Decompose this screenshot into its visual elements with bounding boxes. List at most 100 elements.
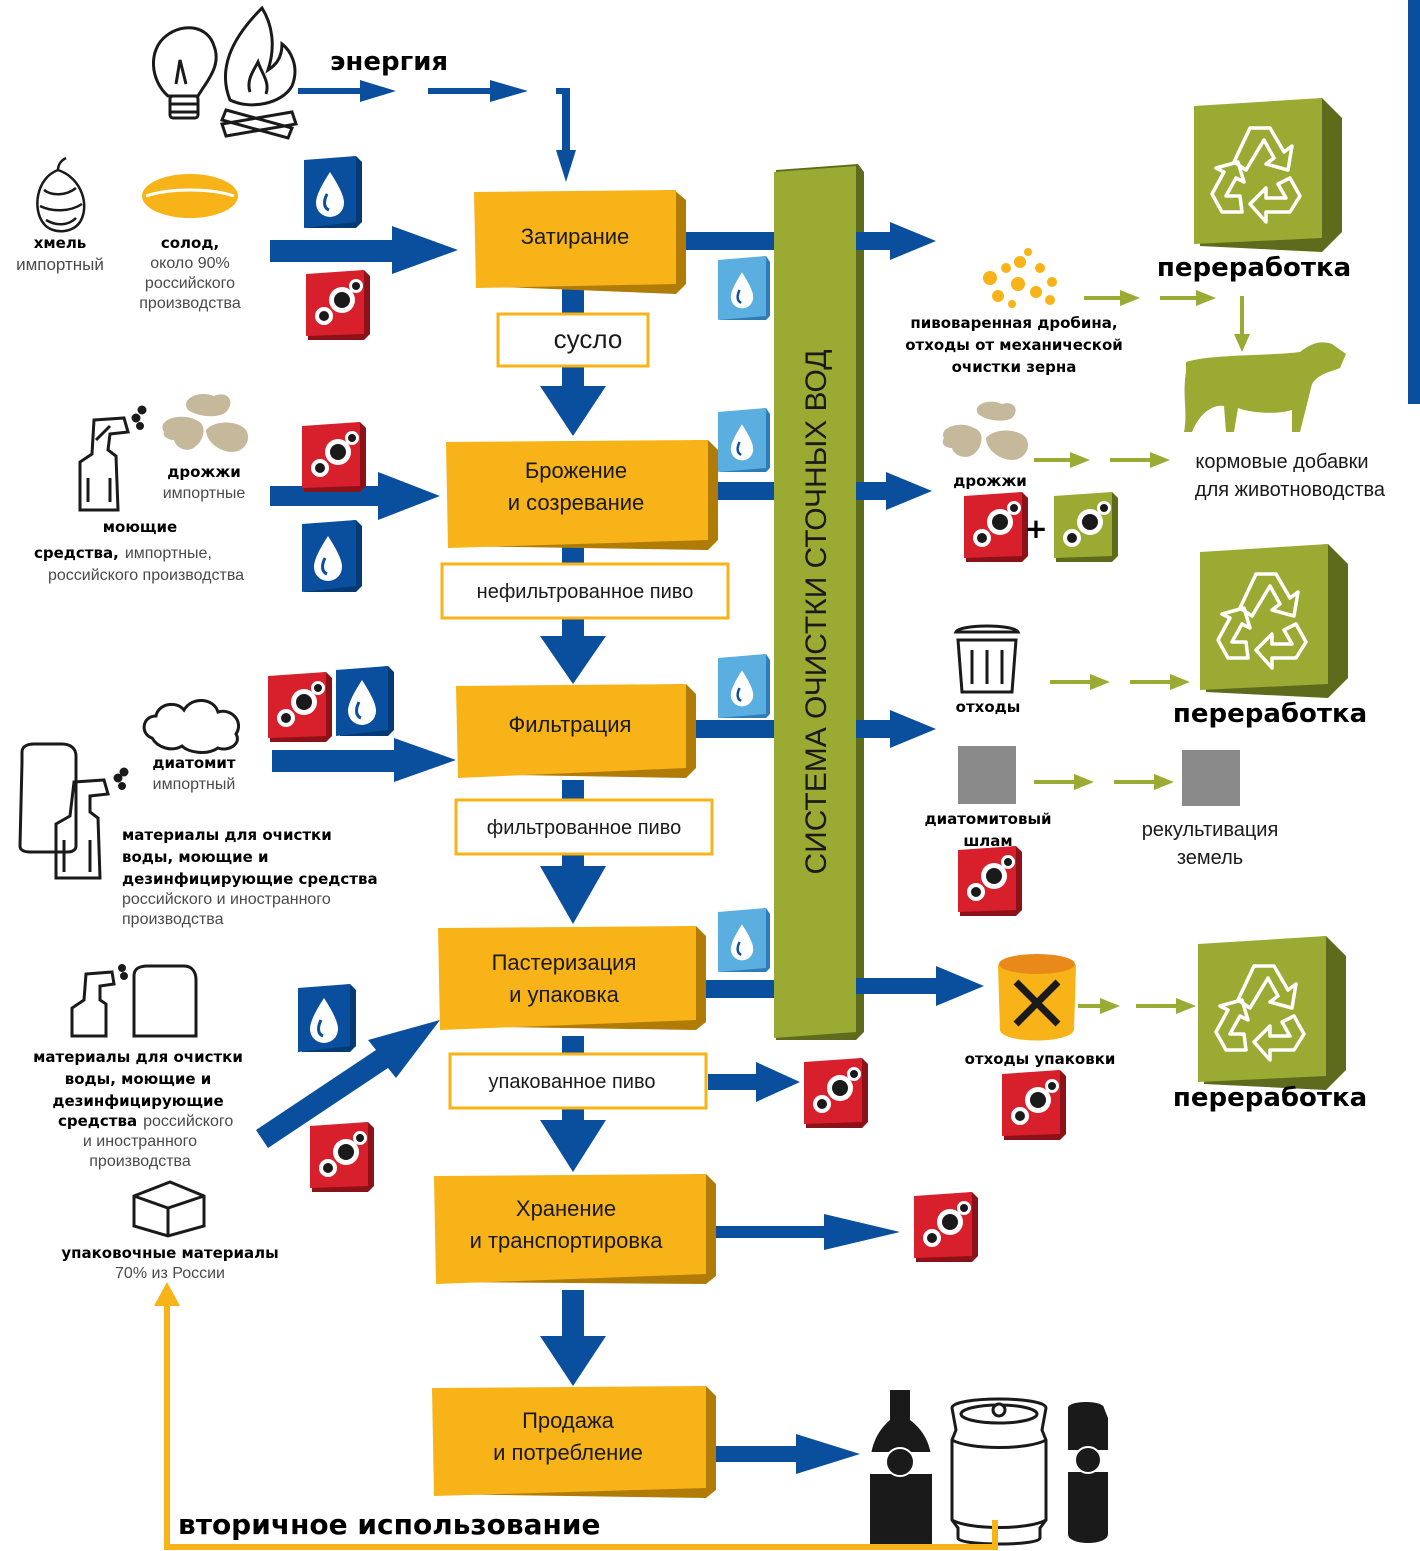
sludge-label-1: диатомитовый [924,810,1051,828]
stage-pasteurization-label-1: Пастеризация [492,950,637,975]
can-icon [1066,1402,1112,1543]
box-icon [132,1180,206,1238]
stage-fermentation-label-1: Брожение [525,458,627,483]
trash-bin-icon [953,624,1021,694]
wastewater-label: СИСТЕМА ОЧИСТКИ СТОЧНЫХ ВОД [800,349,833,874]
recycling-label-2: переработка [1173,699,1367,729]
cleaning-materials-2-n1: и иностранного [83,1133,197,1150]
stage-pasteurization: Пастеризация и упаковка [438,926,706,1030]
spray-canister-icon-2 [70,964,198,1038]
stage-storage-label-2: и транспортировка [470,1228,664,1253]
stage-storage: Хранение и транспортировка [434,1174,716,1284]
stage-sales-label-1: Продажа [522,1408,615,1433]
cleaning-materials-1-n2: производства [122,911,224,928]
stage-sales-label-2: и потребление [493,1440,643,1465]
energy-label: энергия [330,47,448,77]
product-wort: сусло [496,312,650,368]
co2-badge-packaging-waste [1002,1070,1066,1140]
yeast-icon [162,393,249,452]
grain-dots-icon [983,248,1057,308]
stage-fermentation-label-2: и созревание [508,490,645,515]
recycle-icon-1 [1192,96,1344,254]
recycling-label-3: переработка [1173,1083,1367,1113]
water-out-badge-2 [718,408,770,472]
reclaim-label-2: земель [1177,847,1243,869]
reuse-label: вторичное использование [178,1508,600,1541]
product-unfiltered-beer: нефильтрованное пиво [440,562,730,620]
stage-storage-label-1: Хранение [516,1196,616,1221]
co2-badge-yeast-green [1054,492,1118,562]
input-arrows [256,226,458,1148]
feed-label-2: для животноводства [1195,479,1386,501]
bulb-icon [152,26,218,120]
malt-note-2: российского [145,275,235,292]
stage-fermentation: Брожение и созревание [446,440,718,550]
waste-arrows [682,222,984,1474]
yeast-note: импортные [163,485,246,502]
detergents-label-1: моющие [103,518,177,536]
water-out-badge-1 [718,256,770,320]
cleaning-materials-2-n2: производства [89,1153,191,1170]
green-arrows [1034,290,1250,1014]
yeast-output-label: дрожжи [953,472,1027,490]
stage-pasteurization-label-2: и упаковка [509,982,619,1007]
recycle-icon-2 [1198,542,1350,700]
cleaning-materials-1-n1: российского и иностранного [122,891,331,908]
hops-note: импортный [16,255,104,274]
water-out-badge-3 [718,654,770,718]
water-badge-malting [304,156,362,228]
cleaning-materials-2-l3: дезинфицирующие [52,1092,223,1110]
co2-badge-yeast-red [964,492,1028,562]
hops-icon [36,156,86,233]
malt-note-3: производства [139,295,241,312]
cleaning-materials-1-l1: материалы для очистки [122,826,332,844]
packaging-waste-label: отходы упаковки [965,1050,1116,1068]
water-badge-pasteurization [298,984,356,1052]
packaging-materials-label: упаковочные материалы [61,1244,278,1262]
reclaim-swatch [1182,750,1240,806]
stage-mashing-label: Затирание [521,224,630,249]
energy-arrow [298,80,576,182]
recycling-label-1: переработка [1157,253,1351,283]
reclaim-label-1: рекультивация [1142,819,1279,841]
canister-spray-icon [18,742,129,880]
stage-sales: Продажа и потребление [432,1386,716,1498]
co2-badge-sludge [958,846,1022,916]
diatomite-note: импортный [153,776,236,793]
waste-label: отходы [956,698,1021,716]
co2-badge-filtration [268,672,332,742]
diatomite-label: диатомит [152,754,236,772]
malt-grain-icon [142,174,238,218]
malt-note-1: около 90% [150,255,230,272]
product-wort-label: сусло [554,324,623,354]
sludge-label-2: шлам [963,832,1012,850]
cleaning-materials-2-l2: воды, моющие и [65,1070,212,1088]
cleaning-materials-1-l3: дезинфицирующие средства [122,870,378,888]
bottle-icon [868,1390,936,1544]
water-badge-fermentation [302,520,362,592]
stage-filtration-label: Фильтрация [509,712,632,737]
diatomite-cloud-icon [142,699,241,754]
co2-badge-packaging-input [310,1122,374,1192]
grain-output-l2: отходы от механической [905,336,1123,354]
packaging-waste-icon [998,954,1076,1041]
product-packaged-beer: упакованное пиво [448,1052,708,1110]
cleaning-materials-1-l2: воды, моющие и [122,848,269,866]
product-unfiltered-beer-label: нефильтрованное пиво [477,581,694,603]
product-filtered-beer: фильтрованное пиво [454,798,714,856]
recycle-icon-3 [1196,934,1348,1092]
yeast-label: дрожжи [167,463,241,481]
packaging-materials-note: 70% из России [115,1265,225,1282]
product-filtered-beer-label: фильтрованное пиво [487,817,682,839]
co2-badge-packaged [804,1058,868,1128]
cleaning-materials-2-l1: материалы для очистки [33,1048,243,1066]
water-badge-filtration [336,666,394,736]
hops-label: хмель [34,234,87,252]
plus-sign: + [1024,512,1047,545]
keg-icon [950,1397,1048,1546]
sludge-swatch [958,746,1016,804]
feed-label-1: кормовые добавки [1195,451,1368,473]
wastewater-system-bar: СИСТЕМА ОЧИСТКИ СТОЧНЫХ ВОД [774,164,864,1040]
